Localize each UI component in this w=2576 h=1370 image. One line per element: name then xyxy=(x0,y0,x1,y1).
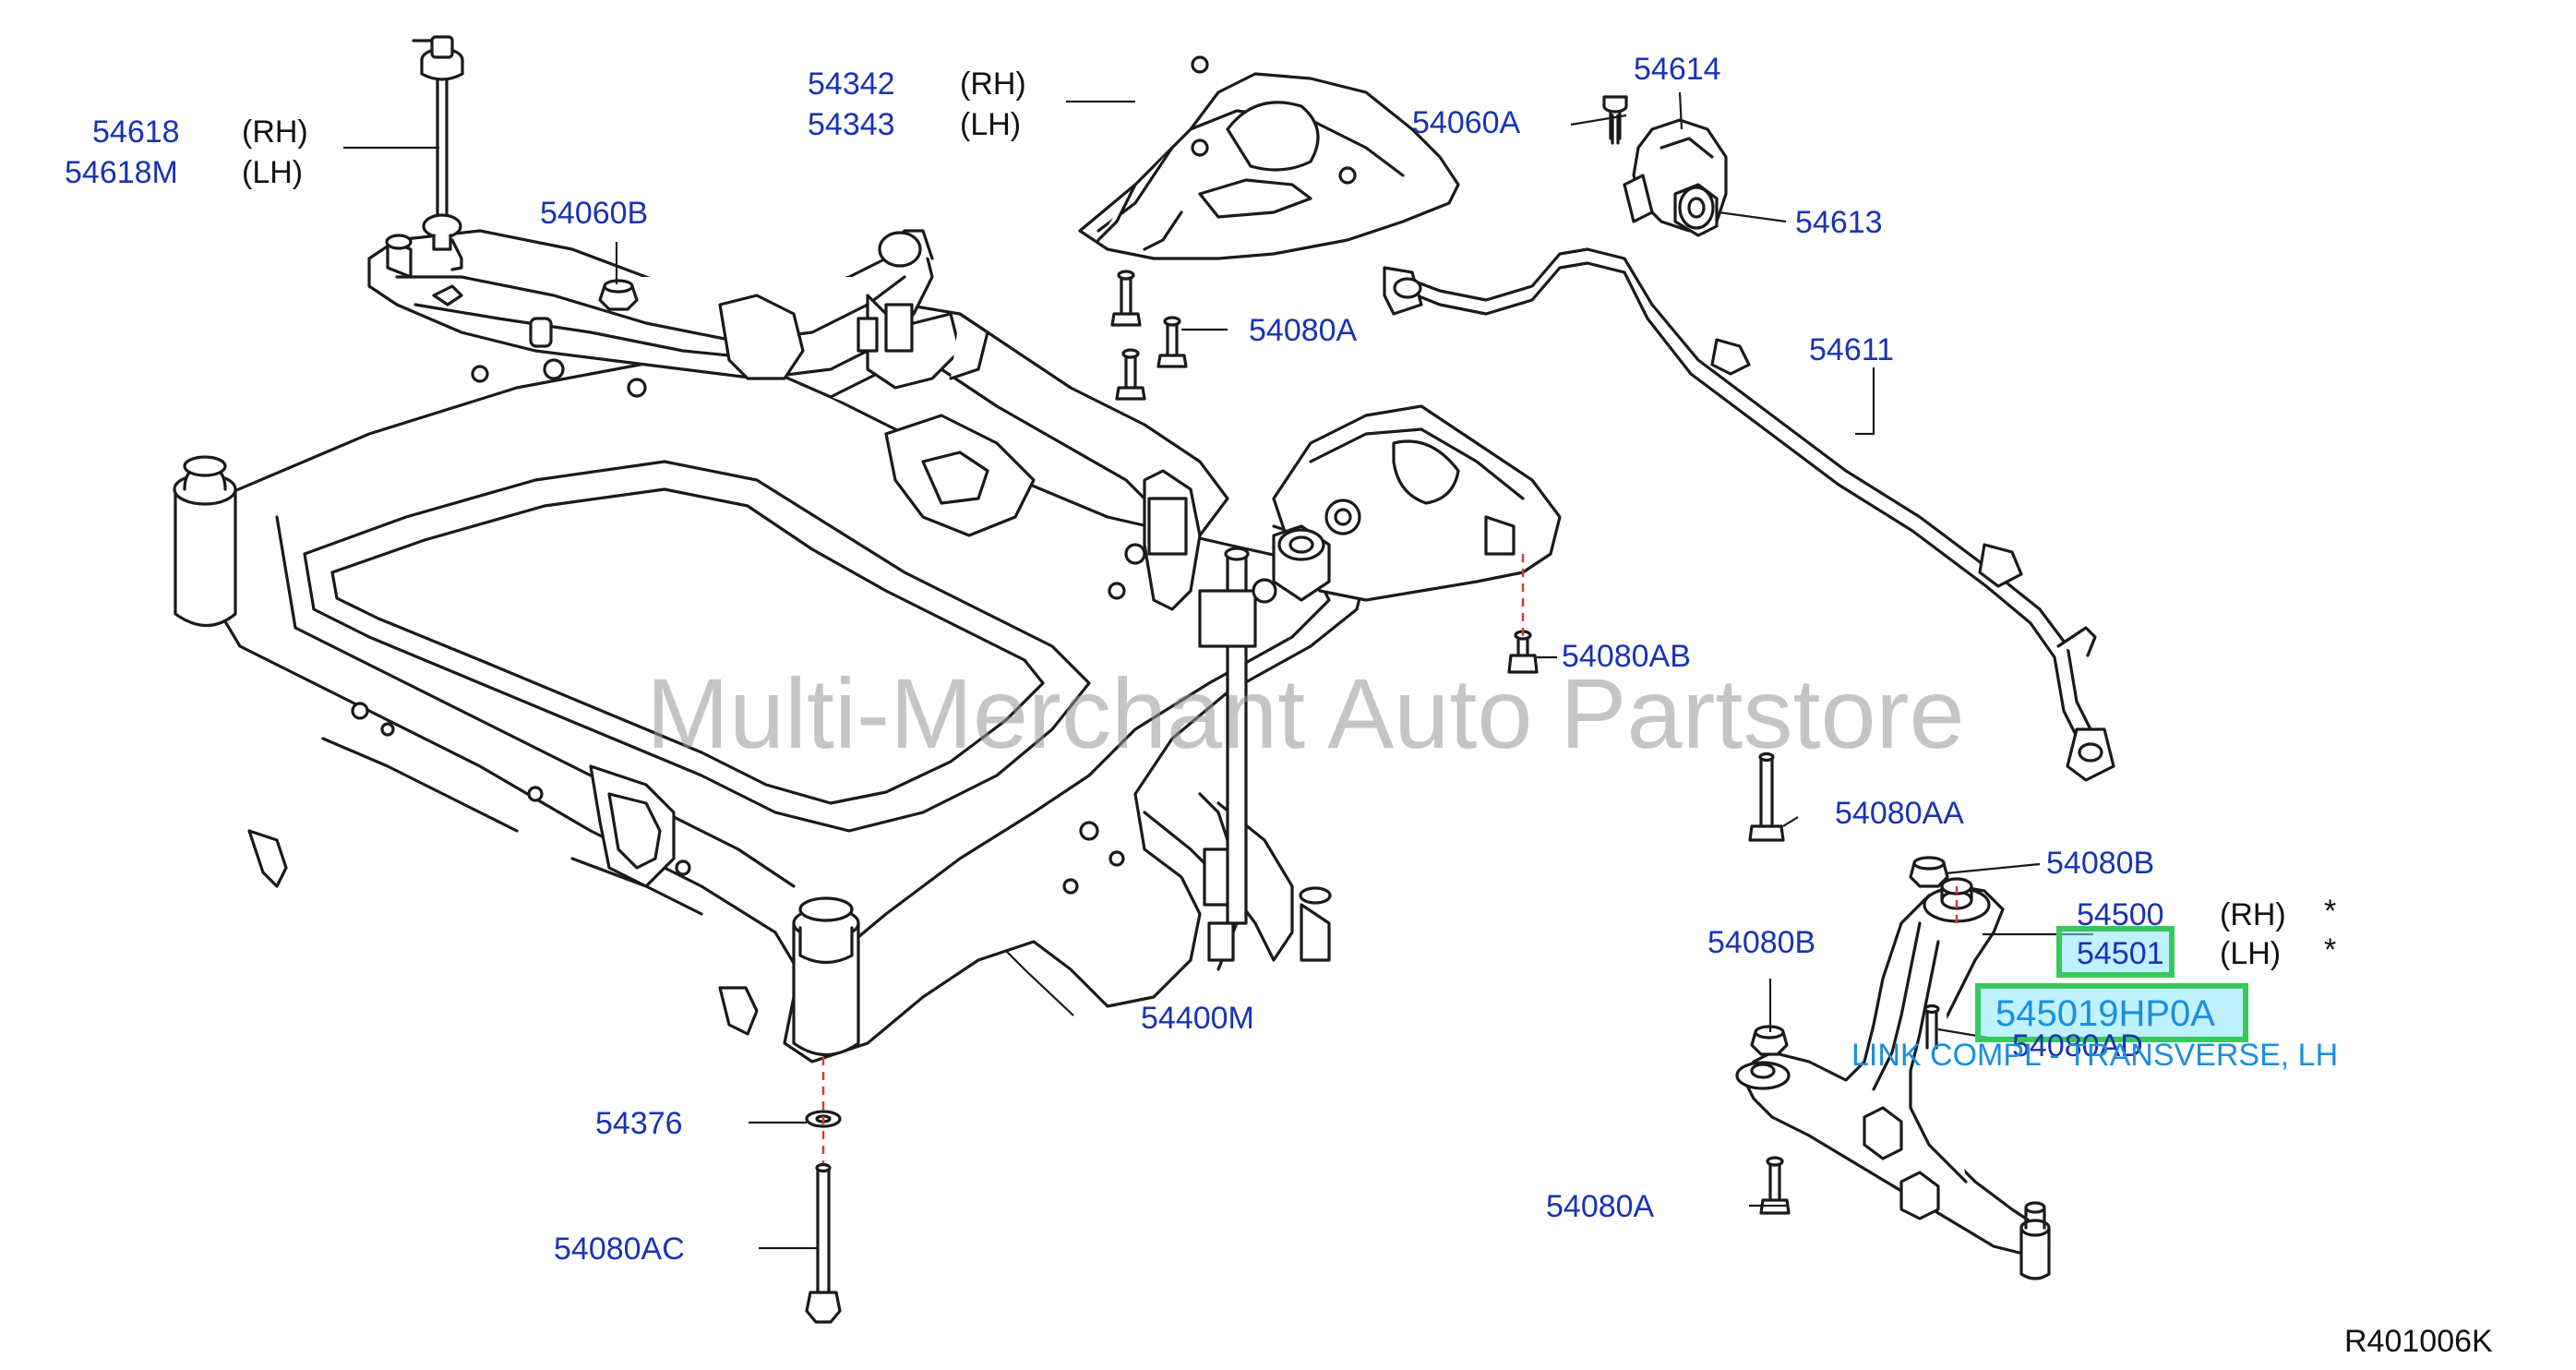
label-lh-54343: (LH) xyxy=(960,107,1022,142)
label-lh-54618m: (LH) xyxy=(242,155,304,190)
highlight-54501 xyxy=(2056,926,2175,978)
label-54376[interactable]: 54376 xyxy=(595,1106,683,1141)
right-bracket xyxy=(1108,404,1562,925)
label-54614[interactable]: 54614 xyxy=(1634,52,1721,87)
member-bracket-54342 xyxy=(1078,55,1460,260)
asterisk-54501: * xyxy=(2324,932,2337,967)
label-54080b-left[interactable]: 54080B xyxy=(1707,925,1816,960)
label-rh-54500: (RH) xyxy=(2220,897,2286,932)
watermark: Multi-Merchant Auto Partstore xyxy=(646,657,1965,769)
upper-left-bracket xyxy=(367,229,989,398)
transverse-link xyxy=(1735,877,2051,1280)
label-54080a-bottom[interactable]: 54080A xyxy=(1546,1189,1655,1224)
selected-part-box[interactable] xyxy=(1975,983,2248,1042)
label-54500[interactable]: 54500 xyxy=(2077,897,2164,932)
stabilizer-link xyxy=(412,35,464,271)
label-54501[interactable]: 54501 xyxy=(2077,936,2164,971)
label-54342[interactable]: 54342 xyxy=(808,66,895,102)
bushing-clamp xyxy=(1602,95,1728,237)
alignment-lines xyxy=(821,554,1959,1163)
label-rh-54618: (RH) xyxy=(242,114,308,150)
label-54080ab[interactable]: 54080AB xyxy=(1562,639,1691,674)
label-54080ac[interactable]: 54080AC xyxy=(554,1232,685,1267)
label-54611[interactable]: 54611 xyxy=(1809,332,1895,367)
label-lh-54501: (LH) xyxy=(2220,936,2282,971)
label-rh-54342: (RH) xyxy=(960,66,1026,102)
label-54618[interactable]: 54618 xyxy=(92,114,180,150)
leader-lines xyxy=(343,91,2093,1250)
selected-part-description: LINK COMPL - TRANSVERSE, LH xyxy=(1851,1038,2339,1073)
diagram-code: R401006K xyxy=(2344,1324,2493,1359)
label-54343[interactable]: 54343 xyxy=(808,107,895,142)
label-54400m[interactable]: 54400M xyxy=(1141,1001,1254,1036)
stabilizer-bar xyxy=(1383,247,2115,782)
label-54080aa[interactable]: 54080AA xyxy=(1835,796,1964,831)
label-54080b-right[interactable]: 54080B xyxy=(2046,846,2155,881)
label-54080ad[interactable]: 54080AD xyxy=(2012,1028,2143,1064)
asterisk-54500: * xyxy=(2324,894,2337,929)
label-54060a[interactable]: 54060A xyxy=(1412,105,1521,140)
label-54060b[interactable]: 54060B xyxy=(540,196,649,231)
label-54080a-top[interactable]: 54080A xyxy=(1249,313,1358,348)
fasteners xyxy=(598,114,1949,1324)
selected-part-number: 545019HP0A xyxy=(1995,993,2215,1034)
label-54618m[interactable]: 54618M xyxy=(65,155,178,190)
label-54613[interactable]: 54613 xyxy=(1795,205,1883,240)
